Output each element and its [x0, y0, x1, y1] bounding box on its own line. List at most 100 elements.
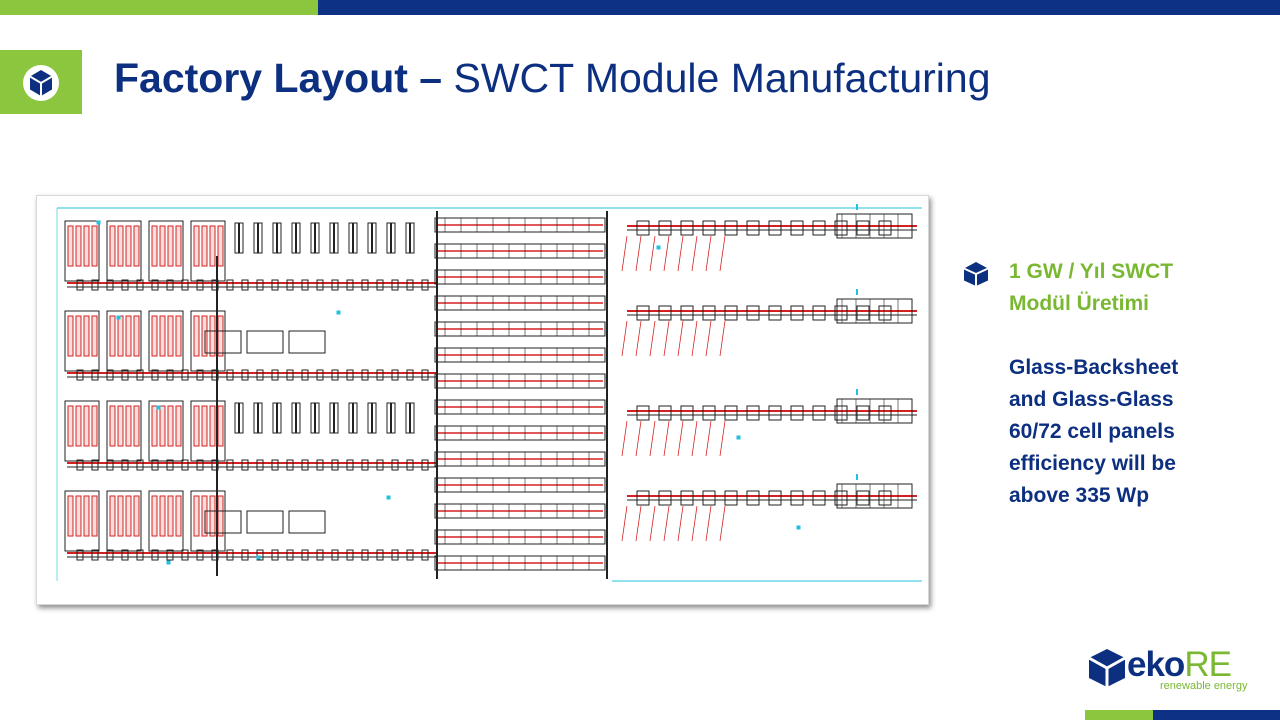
- finishing-station: [702, 305, 716, 321]
- conveyor-roller: [76, 279, 84, 291]
- stringer-cell: [193, 225, 200, 267]
- conveyor-roller: [391, 459, 399, 471]
- conveyor-roller: [316, 549, 324, 561]
- cable-drop: [691, 320, 698, 357]
- stringer-cell: [117, 405, 124, 447]
- conveyor-roller: [166, 459, 174, 471]
- finishing-station: [636, 490, 650, 506]
- finishing-station: [856, 220, 870, 236]
- conveyor-roller: [406, 369, 414, 381]
- conveyor-roller: [196, 369, 204, 381]
- stringer-unit: [148, 220, 184, 282]
- laminator: [434, 529, 606, 545]
- stringer-cell: [209, 225, 216, 267]
- stringer-cell: [209, 405, 216, 447]
- conveyor-roller: [91, 369, 99, 381]
- stringer-cell: [175, 315, 182, 357]
- finishing-station: [768, 305, 782, 321]
- stringer-cell: [175, 405, 182, 447]
- conveyor-roller: [331, 369, 339, 381]
- cable-drop: [705, 505, 712, 542]
- laminator: [434, 321, 606, 337]
- packing-station: [836, 483, 913, 509]
- conveyor-roller: [406, 279, 414, 291]
- stringer-cell: [83, 225, 90, 267]
- conveyor-roller: [346, 459, 354, 471]
- laminator: [434, 217, 606, 233]
- conveyor-roller: [166, 369, 174, 381]
- conveyor-roller: [271, 549, 279, 561]
- conveyor-roller: [346, 279, 354, 291]
- stringer-cell: [167, 225, 174, 267]
- stringer-cell: [151, 315, 158, 357]
- conveyor-roller: [256, 369, 264, 381]
- conveyor-roller: [136, 369, 144, 381]
- conveyor-roller: [256, 279, 264, 291]
- conveyor-roller: [331, 459, 339, 471]
- conveyor-roller: [376, 369, 384, 381]
- stringer-cell: [67, 225, 74, 267]
- stringer-cell: [117, 495, 124, 537]
- finishing-station: [746, 305, 760, 321]
- conveyor-roller: [316, 279, 324, 291]
- conveyor-roller: [241, 279, 249, 291]
- conveyor-roller: [421, 549, 429, 561]
- finishing-station: [724, 220, 738, 236]
- buffer-unit: [288, 330, 326, 354]
- conveyor-roller: [316, 369, 324, 381]
- laminator: [434, 269, 606, 285]
- finishing-station: [878, 220, 892, 236]
- stringer-cell: [193, 495, 200, 537]
- stringer-unit: [190, 220, 226, 282]
- stringer-unit: [64, 400, 100, 462]
- finishing-station: [834, 220, 848, 236]
- stringer-cell: [83, 405, 90, 447]
- marker: [336, 310, 341, 315]
- conveyor-roller: [181, 369, 189, 381]
- laminator: [434, 451, 606, 467]
- conveyor-roller: [256, 459, 264, 471]
- finishing-station: [680, 405, 694, 421]
- conveyor-roller: [286, 459, 294, 471]
- cable-drop: [649, 505, 656, 542]
- stringer-cell: [117, 315, 124, 357]
- finishing-station: [790, 220, 804, 236]
- page-title-regular: SWCT Module Manufacturing: [453, 55, 991, 101]
- sidebar-headline-line2: Modül Üretimi: [1009, 292, 1149, 315]
- cable-drop: [677, 420, 684, 457]
- top-accent-bar-blue: [318, 0, 1280, 15]
- laminator: [434, 503, 606, 519]
- laminator: [434, 425, 606, 441]
- stringer-cell: [91, 495, 98, 537]
- finishing-station: [856, 305, 870, 321]
- cable-drop: [635, 505, 642, 542]
- conveyor-roller: [106, 549, 114, 561]
- cable-drop: [663, 320, 670, 357]
- finishing-station: [658, 305, 672, 321]
- conveyor-roller: [166, 549, 174, 561]
- logo-tagline: renewable energy: [1160, 680, 1248, 692]
- cable-drop: [621, 235, 628, 272]
- finishing-station: [702, 490, 716, 506]
- conveyor-roller: [391, 549, 399, 561]
- stringer-unit: [64, 220, 100, 282]
- cable-drop: [635, 420, 642, 457]
- stringer-cell: [91, 405, 98, 447]
- stringer-cell: [209, 315, 216, 357]
- stringer-unit: [64, 490, 100, 552]
- conveyor-roller: [136, 279, 144, 291]
- conveyor-roller: [91, 459, 99, 471]
- conveyor-roller: [301, 279, 309, 291]
- cable-drop: [691, 235, 698, 272]
- stringer-cell: [133, 225, 140, 267]
- laminator: [434, 477, 606, 493]
- conveyor-roller: [151, 549, 159, 561]
- conveyor-roller: [301, 369, 309, 381]
- sidebar-body-line: 60/72 cell panels: [1009, 420, 1175, 443]
- conveyor-roller: [121, 279, 129, 291]
- cable-drop: [621, 505, 628, 542]
- finishing-station: [812, 405, 826, 421]
- cable-drop: [635, 235, 642, 272]
- stringer-cell: [125, 315, 132, 357]
- conveyor-roller: [91, 549, 99, 561]
